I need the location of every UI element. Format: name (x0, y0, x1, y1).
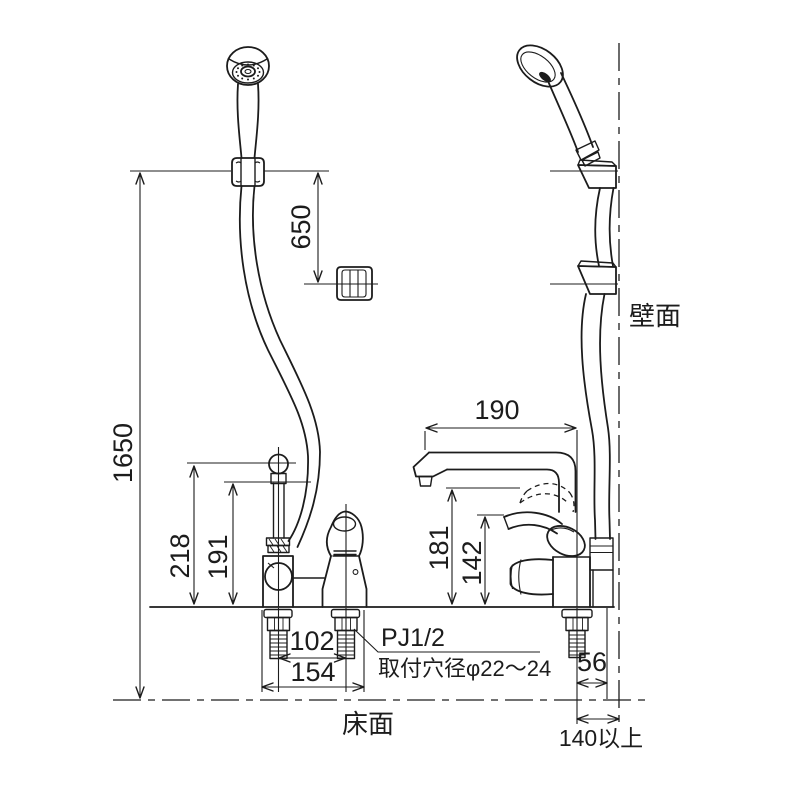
dim-label-181: 181 (424, 525, 454, 570)
dim-label-650: 650 (286, 204, 316, 249)
dim-base-width: 154 (261, 610, 365, 692)
dim-handle-height: 142 (457, 514, 504, 605)
faucet-side (412, 430, 614, 724)
thread-annotation: PJ1/2 取付穴径φ22～24 (353, 624, 551, 681)
dimensions: 1650 650 218 191 190 (108, 172, 643, 751)
lever-handle-front (325, 510, 364, 557)
mounting-hole-label: 取付穴径φ22～24 (378, 656, 551, 681)
faucet-front (187, 447, 368, 692)
dim-spout-reach: 190 (424, 395, 577, 450)
dim-min-wall-distance: 140以上 (559, 714, 643, 751)
dim-label-190: 190 (474, 395, 519, 425)
spray-nozzle-dots (235, 63, 261, 81)
dim-label-191: 191 (203, 534, 233, 579)
shower-hose-front (238, 185, 321, 548)
shower-head-front (226, 46, 270, 159)
dim-label-102: 102 (289, 626, 334, 656)
dim-riser-ball-height: 218 (165, 465, 199, 605)
dim-riser-height: 191 (203, 481, 311, 605)
hose-elbow-side (589, 537, 614, 608)
dim-label-140min: 140以上 (559, 725, 643, 751)
shower-hose-side (580, 293, 611, 540)
dim-label-142: 142 (457, 540, 487, 585)
front-view (187, 46, 378, 692)
thread-size-label: PJ1/2 (381, 624, 445, 652)
wall-surface-label: 壁面 (629, 301, 681, 331)
shower-head-side (516, 44, 601, 167)
dim-mounting-pitch: 102 (278, 626, 347, 663)
mounting-shanks-front (263, 608, 361, 660)
dim-hanger-drop: 650 (286, 172, 323, 283)
diverter-knob-side (509, 558, 554, 596)
hose-holder-front (304, 266, 378, 301)
floor-surface-label: 床面 (342, 709, 394, 739)
dim-overall-height: 1650 (108, 172, 145, 699)
dim-label-218: 218 (165, 533, 195, 578)
dim-spout-outlet-height: 181 (424, 487, 520, 605)
spout-side (428, 451, 577, 513)
mounting-shank-side (561, 608, 593, 659)
side-view (412, 43, 620, 726)
dim-hose-offset: 56 (576, 647, 608, 688)
dim-label-154: 154 (290, 657, 335, 687)
temperature-dial (264, 562, 293, 591)
dim-label-56: 56 (577, 647, 607, 677)
wall-brackets-side (550, 159, 618, 295)
dim-label-1650: 1650 (108, 423, 138, 483)
shower-hanger-front (231, 157, 265, 187)
lever-side (503, 482, 586, 557)
